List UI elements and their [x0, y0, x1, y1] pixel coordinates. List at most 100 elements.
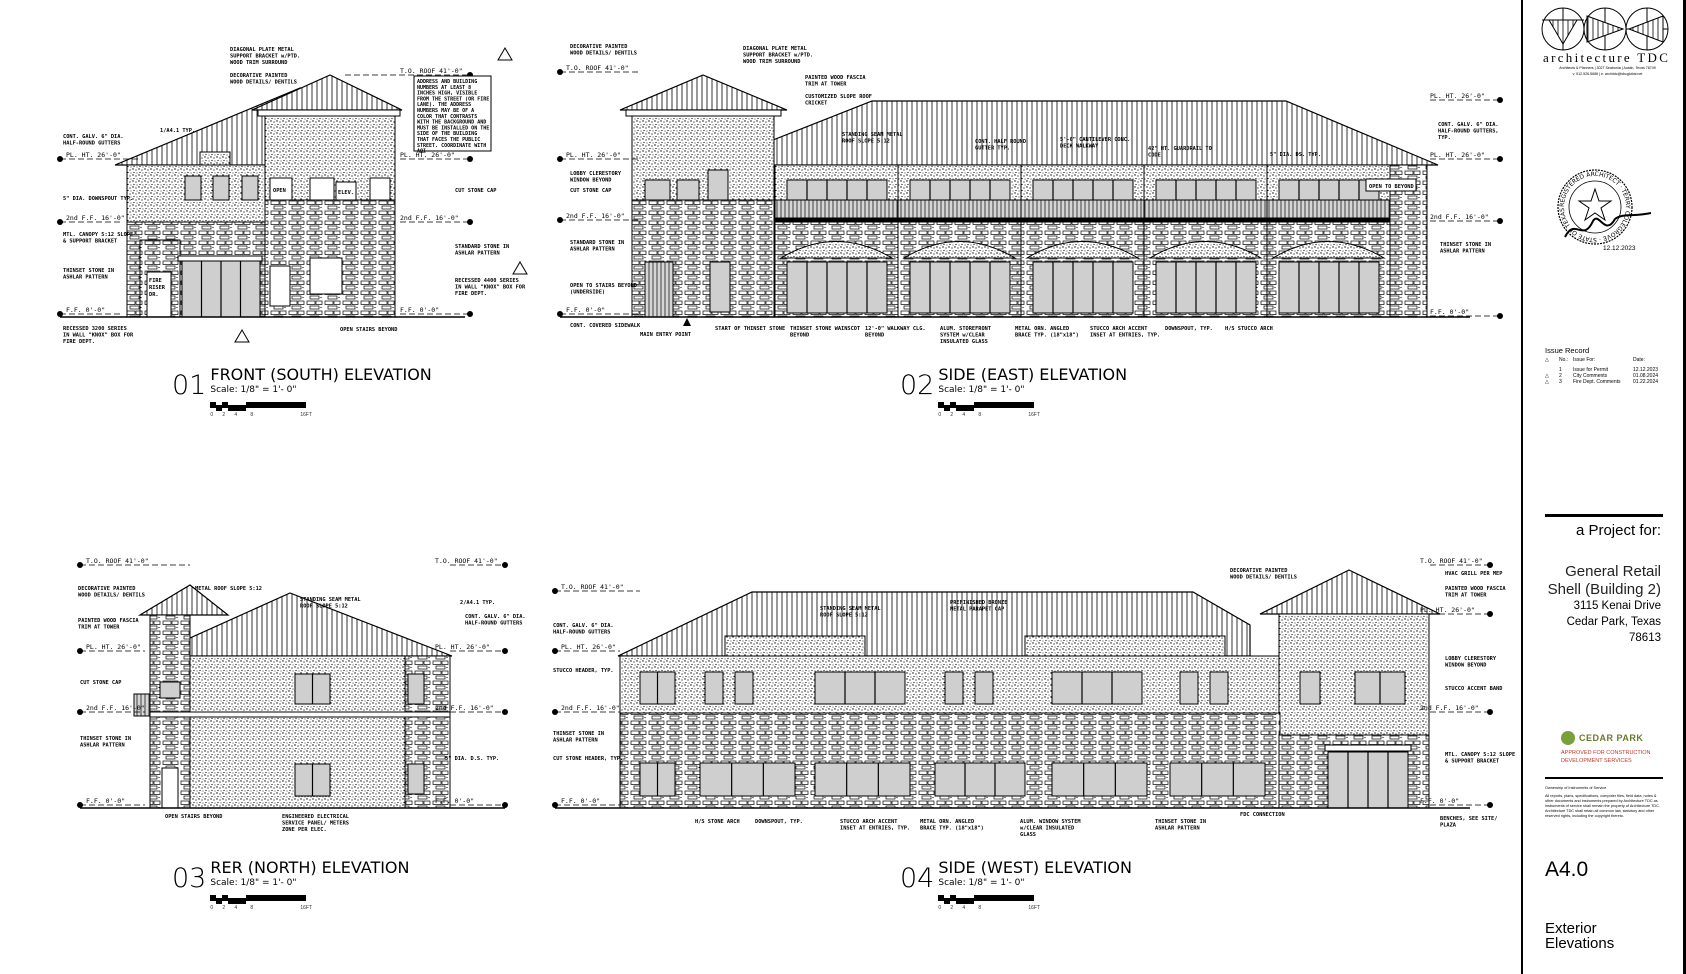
scale-tick-label: 16FT — [1028, 412, 1041, 418]
window — [1155, 179, 1257, 201]
cut-stone-cap — [149, 711, 451, 718]
level-label: F.F. 0'-0" — [400, 306, 439, 314]
scale-bar-segment — [210, 402, 217, 408]
front-south-elevation: T.O. ROOF 41'-0"PL. HT. 26'-0"2nd F.F. 1… — [57, 47, 528, 345]
stucco-arch — [902, 241, 1017, 259]
parapet — [724, 635, 866, 657]
opening — [161, 767, 179, 809]
scale-tick-label: 2 — [222, 412, 226, 418]
level-label: PL. HT. 26'-0" — [1420, 606, 1475, 614]
stucco-arch — [1025, 241, 1140, 259]
level-label: 2nd F.F. 16'-0" — [66, 214, 125, 222]
callout-label: CONT. COVERED SIDEWALK — [570, 323, 641, 329]
level-label: 2nd F.F. 16'-0" — [566, 212, 625, 220]
scale-bar-segment — [956, 405, 975, 411]
level-marker-icon — [1497, 156, 1503, 162]
scale-tick-label: 0 — [210, 905, 214, 911]
elevation-scale: Scale: 1/8" = 1'- 0" — [938, 878, 1025, 888]
level-label: T.O. ROOF 41'-0" — [566, 64, 629, 72]
level-marker-icon — [57, 311, 63, 317]
level-label: F.F. 0'-0" — [86, 797, 125, 805]
guardrail — [1266, 199, 1391, 219]
callout-label: 5'-0" CANTILEVER CONC.DECK WALKWAY — [1060, 137, 1130, 150]
firm-address: Architects & Planners | 3027 Seabonia | … — [1559, 66, 1656, 70]
window — [909, 261, 1011, 314]
firm-name: architecture TDC — [1543, 50, 1671, 65]
stair-opening — [309, 257, 343, 295]
revision-triangle-icon — [234, 329, 250, 343]
elevation-number: 04 — [900, 863, 935, 894]
approval-line-2: DEVELOPMENT SERVICES — [1561, 758, 1632, 764]
ownership-heading: Ownership of Instruments of Service — [1545, 786, 1607, 790]
elevator-opening — [335, 181, 357, 201]
callout-label: H/S STONE ARCH — [695, 819, 740, 825]
rear-north-elevation: T.O. ROOF 41'-0"PL. HT. 26'-0"2nd F.F. 1… — [77, 557, 526, 833]
callout-label: STUCCO HEADER, TYP. — [553, 668, 614, 674]
callout-label: OPEN TO BEYOND — [1369, 184, 1414, 190]
window — [184, 175, 202, 201]
sheet-border — [1683, 0, 1686, 974]
stucco-arch — [1271, 241, 1386, 259]
scale-bar-segment — [222, 402, 229, 408]
level-label: F.F. 0'-0" — [1420, 797, 1459, 805]
opening — [309, 177, 335, 201]
scale-bar-segment — [222, 895, 229, 901]
elevation-number: 01 — [172, 370, 207, 401]
callout-label: BENCHES, SEE SITE/PLAZA — [1440, 816, 1497, 829]
callout-label: CONT. GALV. 6" DIA.HALF-ROUND GUTTERS,TY… — [1438, 122, 1499, 141]
level-label: F.F. 0'-0" — [561, 797, 600, 805]
callout-label: 2/A4.1 TYP. — [460, 600, 495, 606]
scale-tick-label: 2 — [222, 905, 226, 911]
window — [707, 169, 729, 201]
opening — [369, 177, 391, 201]
scale-tick-label: 4 — [234, 412, 238, 418]
scale-tick-label: 0 — [938, 905, 942, 911]
window — [704, 671, 724, 705]
window — [786, 179, 888, 201]
seal-lettering: REGISTERED ARCHITECT · TERRY COLEGROVE ·… — [1559, 171, 1631, 243]
callout-label: CUT STONE CAP — [570, 188, 611, 194]
guardrail — [897, 199, 1022, 219]
level-label: T.O. ROOF 41'-0" — [400, 67, 463, 75]
guardrail — [1143, 199, 1268, 219]
elevation-scale: Scale: 1/8" = 1'- 0" — [210, 385, 297, 395]
window — [944, 671, 964, 705]
approval-logo: CEDAR PARK — [1579, 733, 1644, 743]
level-label: PL. HT. 26'-0" — [566, 151, 621, 159]
window — [1179, 671, 1199, 705]
level-label: 2nd F.F. 16'-0" — [1430, 213, 1489, 221]
level-marker-icon — [57, 156, 63, 162]
level-marker-icon — [77, 562, 83, 568]
project-address-2: Cedar Park, Texas — [1566, 616, 1661, 628]
seal-date: 12.12.2023 — [1603, 245, 1636, 252]
window — [1032, 261, 1134, 314]
issue-for: Fire Dept. Comments — [1573, 379, 1621, 385]
scale-bar-segment — [974, 402, 1035, 408]
fire-riser-door — [146, 271, 172, 318]
level-label: F.F. 0'-0" — [566, 306, 605, 314]
sheet-number: A4.0 — [1545, 858, 1589, 881]
callout-label: 5" DIA. DOWNSPOUT TYP. — [63, 196, 133, 202]
scale-bar-segment — [950, 402, 957, 408]
window — [699, 762, 796, 797]
scale-tick-label: 8 — [250, 905, 254, 911]
dormer — [199, 151, 231, 166]
callout-label: 12'-0" WALKWAY CLG.BEYOND — [865, 326, 926, 339]
callout-label: OPEN STAIRS BEYOND — [165, 814, 222, 820]
level-label: PL. HT. 26'-0" — [1430, 92, 1485, 100]
